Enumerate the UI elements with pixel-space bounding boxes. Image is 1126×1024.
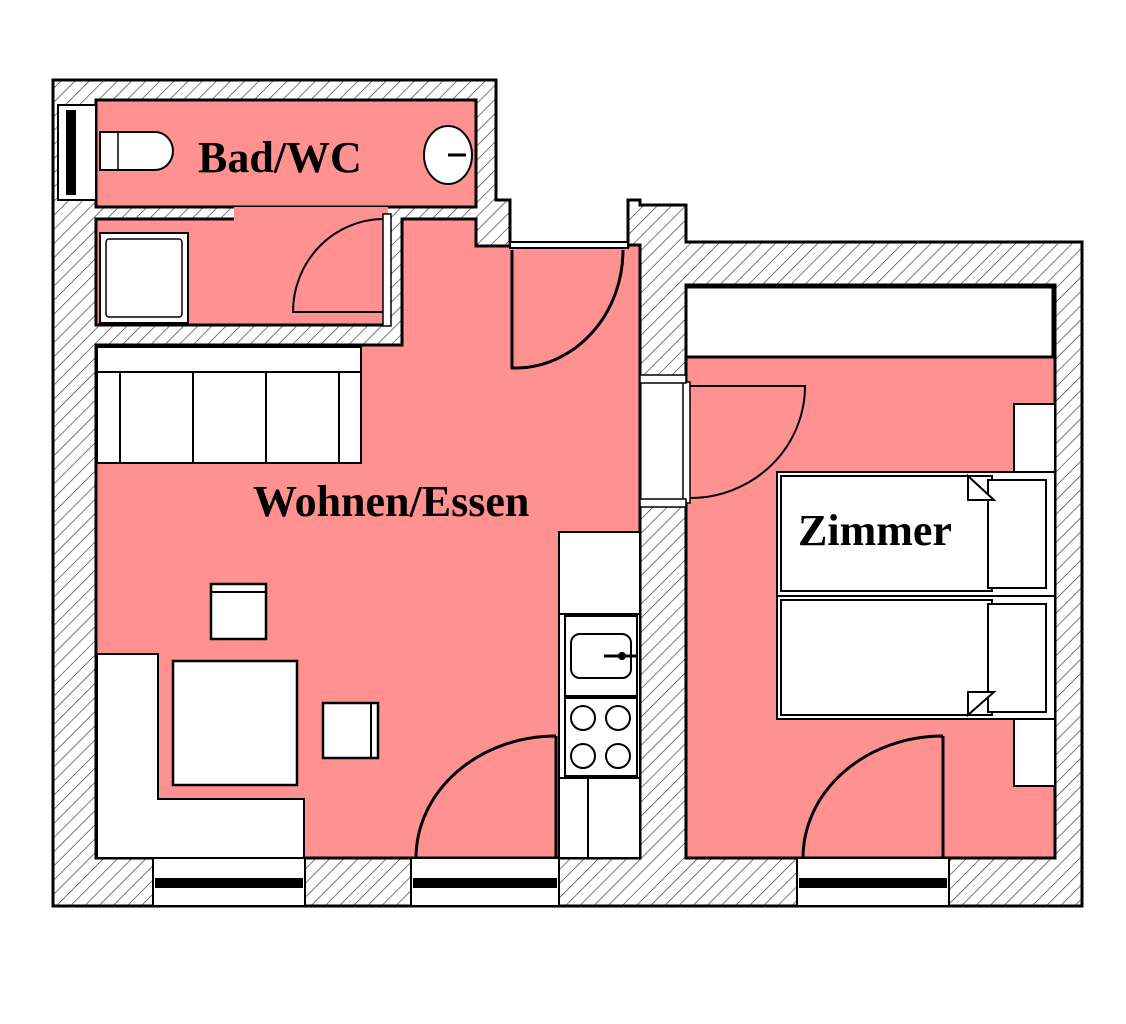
zimmer-door-icon (639, 374, 807, 508)
room-label-bad: Bad/WC (198, 133, 362, 182)
nightstand-icon (1013, 717, 1056, 787)
bath-fixtures (57, 104, 473, 327)
room-label-wohnen: Wohnen/Essen (253, 477, 529, 526)
chair-icon (321, 701, 380, 760)
kitchen (558, 531, 641, 859)
corner-bench-icon (96, 653, 305, 859)
bed-icon (780, 475, 993, 592)
balcony-door-icon (410, 734, 560, 907)
room-label-zimmer: Zimmer (798, 506, 952, 555)
entrance-door (509, 241, 629, 370)
balcony-door-icon (796, 734, 950, 907)
sofa-icon (96, 346, 362, 464)
zimmer-furniture (684, 285, 1056, 787)
chair-icon (209, 582, 268, 641)
nightstand-icon (1013, 403, 1056, 473)
cooktop-icon (564, 697, 638, 777)
dining-table-icon (171, 659, 299, 787)
bath-door-icon (291, 218, 385, 313)
dining-area (96, 582, 380, 907)
wardrobe-icon (684, 285, 1055, 359)
toilet-icon (99, 131, 174, 171)
bed-icon (780, 599, 993, 716)
